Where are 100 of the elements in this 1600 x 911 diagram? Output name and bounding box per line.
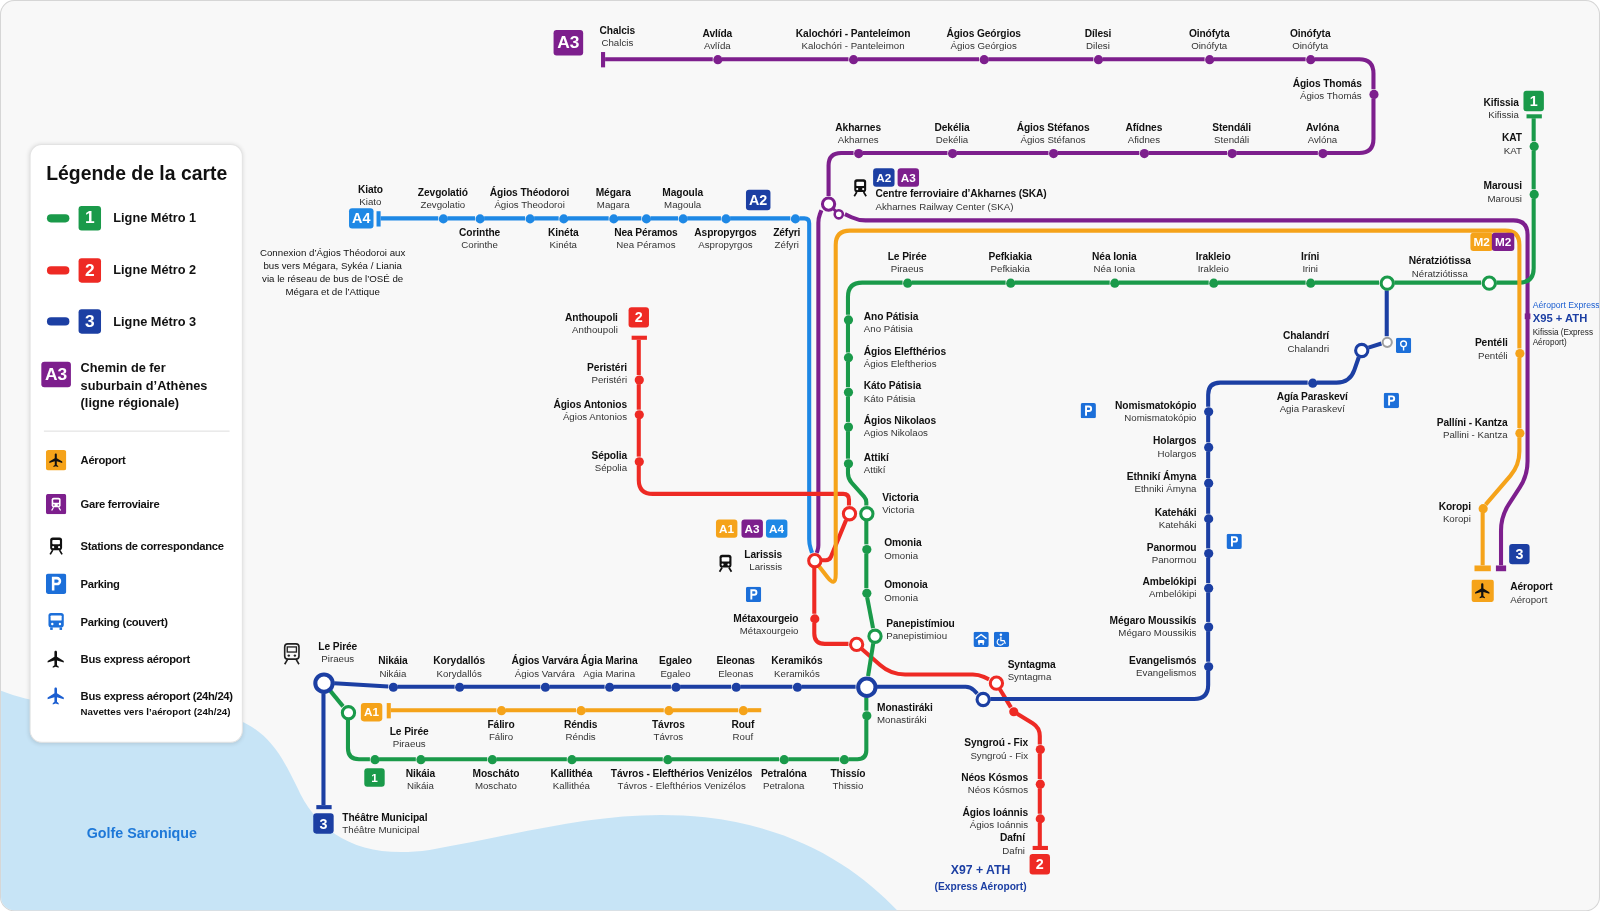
station-name: Fáliro xyxy=(487,717,515,731)
metro-line xyxy=(864,553,869,589)
station-subtitle: Nomismatokópio xyxy=(1123,411,1197,423)
station-subtitle: Ambelókipi xyxy=(1148,588,1197,600)
metro-line xyxy=(1217,280,1306,285)
station-subtitle: Sépolia xyxy=(593,461,628,473)
station-name: Sépolia xyxy=(591,449,628,462)
station-name: Corinthe xyxy=(459,226,501,239)
metro-line xyxy=(1206,451,1211,479)
station-subtitle: Zevgolatio xyxy=(419,198,467,210)
legend-label: Bus express aéroport xyxy=(80,653,190,666)
line-badge: A2 xyxy=(873,168,895,187)
metro-line xyxy=(1206,557,1211,584)
metro-line xyxy=(988,57,1094,62)
station-subtitle: Larissis xyxy=(748,560,783,572)
metro-line xyxy=(845,324,850,353)
metro-line xyxy=(1384,290,1389,337)
station-subtitle: Petralona xyxy=(761,779,806,791)
station-name: Koropi xyxy=(1438,500,1471,513)
metro-line xyxy=(747,708,762,713)
station-name: Kiato xyxy=(357,183,383,196)
station-name: Egaleo xyxy=(659,654,692,667)
metro-line xyxy=(321,693,326,806)
station-name: Távros xyxy=(651,717,685,731)
legend-label: Ligne Métro 2 xyxy=(113,263,197,278)
metro-line xyxy=(877,684,979,695)
metro-line xyxy=(650,216,679,221)
station-name: Oinófyta xyxy=(1289,27,1331,40)
metro-line xyxy=(334,681,389,689)
station-subtitle: Nikáia xyxy=(378,666,408,679)
station-subtitle: Dafni xyxy=(1001,844,1025,856)
metro-line xyxy=(1148,151,1228,156)
station-subtitle: Irakleio xyxy=(1196,262,1230,274)
station-subtitle: Syngroú - Fix xyxy=(969,749,1029,761)
metro-line xyxy=(605,57,713,62)
metro-line xyxy=(1367,341,1383,350)
station-name: Mégaro Moussikís xyxy=(1109,614,1197,628)
station-name: Ágios Antonios xyxy=(553,398,628,411)
metro-line xyxy=(1014,280,1110,285)
station-name: Le Pirée xyxy=(318,640,358,653)
metro-line xyxy=(911,280,1006,285)
station-name: Réndis xyxy=(563,717,598,731)
metro-line xyxy=(864,520,869,545)
metro-line xyxy=(1206,522,1211,549)
metro-line xyxy=(799,216,814,554)
metro-line xyxy=(636,339,641,375)
station-subtitle: Stendáli xyxy=(1213,133,1251,145)
interchange-circle xyxy=(841,505,857,521)
metro-line xyxy=(447,216,475,221)
station-subtitle: Ágios Varvára xyxy=(513,666,576,679)
station-name: Pefkiakia xyxy=(988,250,1032,263)
station-name: Syngroú - Fix xyxy=(964,737,1029,750)
station-subtitle: Attikí xyxy=(863,463,887,475)
station-subtitle: Avlída xyxy=(702,39,732,51)
metro-line xyxy=(1206,592,1211,622)
metro-line xyxy=(1484,437,1522,506)
metro-line xyxy=(345,719,370,762)
station-subtitle: Piraeus xyxy=(320,652,356,664)
station-name: Aspropyrgos xyxy=(694,226,757,239)
station-subtitle: Piraeus xyxy=(391,737,427,749)
line-badge: A3 xyxy=(897,168,919,187)
metro-line xyxy=(1102,57,1205,62)
metro-line xyxy=(848,719,869,762)
station-subtitle: Korydallós xyxy=(435,666,483,679)
station-subtitle: Avlóna xyxy=(1306,133,1339,145)
station-subtitle: Dilesi xyxy=(1085,39,1111,51)
station-subtitle: Akharnes xyxy=(836,133,880,145)
station-subtitle: Moschato xyxy=(473,779,518,791)
line-badge: 1 xyxy=(78,206,101,231)
station-circle xyxy=(1381,336,1393,348)
station-subtitle: Magara xyxy=(595,198,631,210)
line-badge: 2 xyxy=(1029,854,1050,875)
station-subtitle: Kifissia xyxy=(1487,108,1519,120)
metro-line xyxy=(801,684,856,689)
station-subtitle: Néos Kósmos xyxy=(966,784,1029,796)
metro-line xyxy=(1517,357,1522,429)
station-subtitle: Ágios Ioánnis xyxy=(968,818,1029,831)
metro-line xyxy=(826,151,854,196)
station-subtitle: Keramikós xyxy=(773,666,821,679)
station-name: Agía Paraskeví xyxy=(1276,390,1348,403)
line-badge: 1 xyxy=(1523,90,1544,112)
metro-line xyxy=(1016,711,1042,745)
station-subtitle: Távros xyxy=(652,730,685,742)
station-subtitle: Evangelismos xyxy=(1135,666,1197,679)
station-subtitle: Holargos xyxy=(1156,447,1197,459)
metro-line xyxy=(866,642,876,677)
interchange-circle xyxy=(1379,275,1395,291)
interchange-circle xyxy=(848,636,864,652)
legend-label: Parking (couvert) xyxy=(80,615,168,628)
station-subtitle: KAT xyxy=(1502,144,1522,156)
station-name: Nikáia xyxy=(405,766,436,780)
station-subtitle: Chalcis xyxy=(600,36,635,48)
metro-line xyxy=(576,757,663,762)
station-name: Ágios Stéfanos xyxy=(1016,120,1090,133)
metro-line xyxy=(1394,280,1482,285)
metro-line xyxy=(1037,788,1042,814)
station-subtitle: Fáliro xyxy=(487,730,515,742)
station-subtitle: Oinófyta xyxy=(1291,39,1330,51)
station-name: Kalochóri - Panteleímon xyxy=(795,27,911,40)
station-name: Akharnes xyxy=(835,120,881,134)
